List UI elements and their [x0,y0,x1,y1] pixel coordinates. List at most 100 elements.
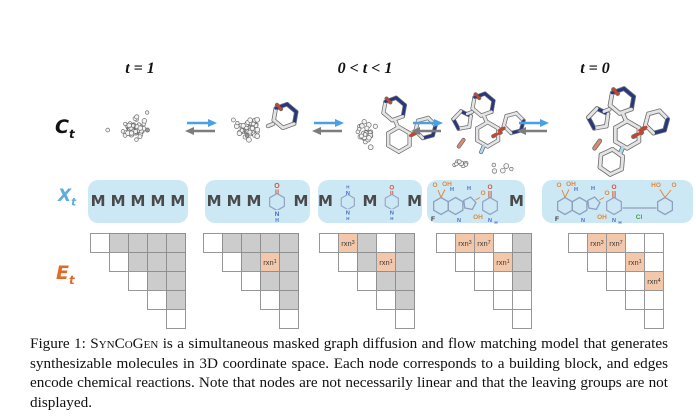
edge-cell-diagonal [147,290,167,310]
rxn-subscript: 3 [600,240,604,246]
edge-cell-diagonal [241,271,261,291]
rxn-label: rxn [379,257,390,267]
edge-cell-masked [376,271,396,291]
edge-cell-masked [260,233,280,253]
edge-cell-masked [166,233,186,253]
svg-text:O: O [488,184,493,191]
mask-token: M [170,192,186,210]
edge-cell-masked [147,252,167,272]
edge-cell-empty [625,271,645,291]
svg-text:O: O [604,190,609,197]
time-label-t1: t = 1 [125,60,155,77]
edge-cell-masked [147,271,167,291]
edge-cell-masked [395,233,415,253]
rxn-label: rxn [609,238,620,248]
svg-text:O: O [275,183,281,190]
svg-text:N: N [346,190,350,196]
reverse-arrow-icon [411,127,420,135]
edge-cell-diagonal [222,252,242,272]
edge-cell-diagonal [587,252,607,272]
coordinates-row-label: Ct [55,116,75,141]
mask-token: M [90,192,106,210]
edge-cell-diagonal [338,252,358,272]
svg-text:F: F [555,216,559,223]
edge-cell-masked [279,271,299,291]
equilibrium-arrows-2 [311,118,345,141]
rxn-label: rxn [647,276,658,286]
svg-text:OH: OH [473,214,483,221]
nodes-subscript: t [71,196,77,209]
equilibrium-arrows-3 [410,118,444,141]
rxn-subscript: 3 [351,240,355,246]
svg-text:O: O [611,184,616,191]
mask-token: M [362,192,378,210]
edge-cell-diagonal [166,309,186,329]
molecule-panel-3 [338,84,440,185]
reverse-arrow-icon [312,127,321,135]
molecule-panel-1 [85,83,185,183]
edge-cell-diagonal [512,309,532,329]
rxn-subscript: 7 [619,240,623,246]
svg-text:H: H [391,215,394,220]
edge-cell-diagonal [606,271,626,291]
svg-text:F: F [431,216,435,223]
svg-text:N: N [488,218,492,224]
equilibrium-arrows-1 [184,118,218,141]
coordinates-symbol: C [55,116,69,138]
mask-token: M [206,192,222,210]
rxn-label: rxn [590,238,601,248]
forward-arrow-icon [540,119,549,127]
svg-text:O: O [556,182,561,189]
edge-cell-empty [625,233,645,253]
edge-cell-masked [279,290,299,310]
nodes-symbol: X [58,186,72,206]
edge-cell-diagonal [436,233,456,253]
edge-cell-masked [260,271,280,291]
edge-cell-masked [512,252,532,272]
svg-text:H: H [346,184,349,189]
svg-text:H: H [450,187,454,193]
edge-cell-diagonal [90,233,110,253]
edge-cell-masked [166,271,186,291]
svg-text:H: H [494,220,497,225]
edge-matrix-1 [90,233,187,330]
edge-cell-diagonal [568,233,588,253]
svg-text:O: O [481,190,486,197]
time-label-mid: 0 < t < 1 [337,60,393,77]
forward-arrow-icon [208,119,217,127]
svg-text:H: H [467,186,471,192]
rxn-subscript: 1 [506,259,510,265]
rxn-subscript: 3 [468,240,472,246]
reverse-arrow-icon [185,127,194,135]
rxn-subscript: 4 [657,278,661,284]
mask-token: M [130,192,146,210]
mask-token: M [509,192,524,210]
coordinates-subscript: t [68,126,75,141]
edge-cell-masked [222,233,242,253]
molecule-panel-2 [208,82,310,185]
mask-token: M [407,192,422,210]
edge-cell-masked [109,233,129,253]
edge-cell-diagonal [203,233,223,253]
nodes-row-label: Xt [58,186,76,208]
edge-cell-masked [395,290,415,310]
edge-cell-masked [395,271,415,291]
svg-text:O: O [390,184,395,191]
svg-text:H: H [346,215,349,220]
caption-prefix: Figure 1: [30,335,91,352]
edge-cell-empty [644,290,664,310]
edge-cell-masked [512,233,532,253]
caption-model-name: SynCoGen [90,335,159,352]
edge-cell-diagonal [644,309,664,329]
